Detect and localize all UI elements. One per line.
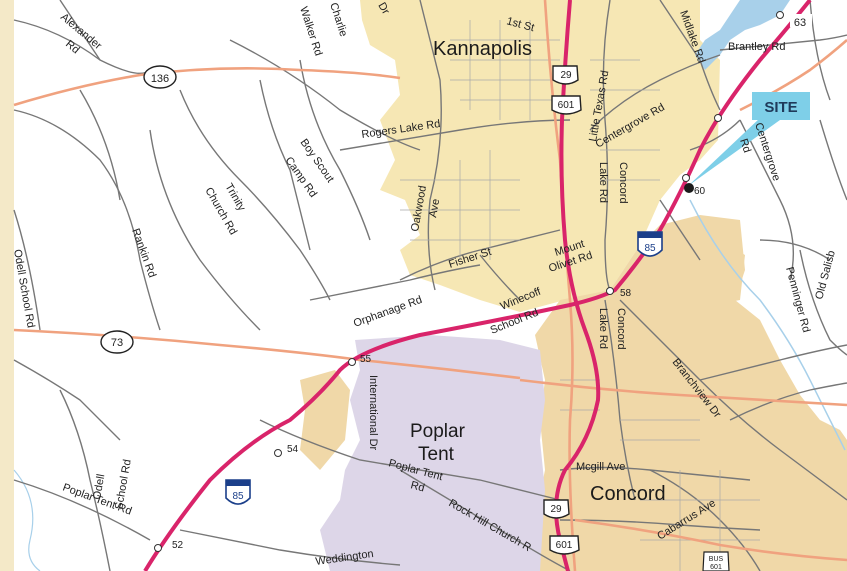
svg-text:601: 601	[556, 540, 573, 551]
street-grid	[400, 20, 760, 571]
exit-54-label: 54	[287, 444, 299, 455]
site-pointer	[688, 118, 780, 186]
site-label-box	[752, 92, 810, 120]
exit-55-label: 55	[360, 354, 372, 365]
exit-upper-marker	[714, 114, 722, 122]
us-29-shield-north: 29	[552, 65, 579, 85]
exit-54-marker	[274, 449, 282, 457]
exit-58-label: 58	[620, 288, 632, 299]
i-85-road	[143, 0, 812, 571]
tent-label: Tent	[418, 444, 455, 465]
exit-60-label: 60	[694, 186, 706, 197]
exit-58-marker	[606, 287, 614, 295]
exit-63-marker	[776, 11, 784, 19]
poplar-tent-area	[320, 335, 545, 571]
svg-text:Brantley Rd: Brantley Rd	[728, 41, 785, 53]
nc-136-shield: 136	[143, 65, 177, 89]
exit-55-marker	[348, 358, 356, 366]
exit-numbers: 52 54 55 58 60	[172, 186, 706, 551]
svg-text:136: 136	[151, 73, 169, 85]
svg-text:BUS: BUS	[709, 556, 724, 563]
nc-136-road	[13, 67, 401, 107]
site-label: SITE	[764, 99, 797, 116]
route-shields: 136 73 29 601 85 85 29 60	[100, 14, 812, 571]
concord-urban-area	[535, 215, 847, 571]
exit-60-marker	[682, 174, 690, 182]
nc-3-road	[519, 378, 847, 407]
us-601-shield-north: 601	[551, 95, 582, 115]
svg-text:Concord: Concord	[617, 162, 629, 204]
urban-patch-west	[300, 370, 350, 470]
us-601-shield-south: 601	[549, 535, 580, 555]
svg-text:73: 73	[111, 337, 123, 349]
nc-73-shield: 73	[100, 330, 134, 354]
svg-text:85: 85	[232, 491, 244, 502]
nc-63-shield: 63	[790, 14, 812, 29]
svg-text:Lake Rd: Lake Rd	[597, 162, 609, 203]
concord-hwy	[574, 518, 847, 562]
urban-areas	[300, 0, 847, 571]
svg-text:Lake Rd: Lake Rd	[597, 308, 609, 349]
i-85-shield-south: 85	[225, 479, 251, 505]
poplar-label: Poplar	[410, 421, 466, 442]
svg-text:International Dr: International Dr	[367, 375, 379, 451]
svg-text:Rd: Rd	[409, 479, 426, 494]
stream-sw	[13, 469, 41, 571]
svg-text:Dr: Dr	[375, 1, 391, 17]
svg-text:601: 601	[710, 564, 722, 571]
local-roads	[13, 0, 847, 571]
i-85-shield-north: 85	[637, 231, 663, 257]
us-29-shield-south: 29	[543, 499, 570, 519]
svg-text:Concord: Concord	[615, 308, 627, 350]
svg-text:Ave: Ave	[427, 198, 442, 219]
svg-text:Odell: Odell	[91, 473, 107, 500]
svg-text:85: 85	[644, 243, 656, 254]
concord-label: Concord	[590, 483, 666, 505]
exit-52-label: 52	[172, 540, 184, 551]
kannapolis-label: Kannapolis	[433, 38, 532, 60]
svg-text:Rd: Rd	[737, 137, 753, 154]
kannapolis-urban-area	[360, 0, 720, 312]
site-callout: SITE	[684, 92, 810, 193]
interstate-exits	[154, 11, 784, 552]
site-marker	[684, 183, 694, 193]
lake	[695, 0, 790, 70]
svg-text:29: 29	[550, 504, 562, 515]
concord-south-area	[700, 240, 745, 305]
water-bodies	[13, 0, 846, 571]
svg-text:Mcgill Ave: Mcgill Ave	[576, 461, 625, 473]
stream	[689, 199, 846, 451]
place-names: Kannapolis Poplar Tent Concord	[410, 38, 666, 505]
svg-text:29: 29	[560, 70, 572, 81]
svg-text:63: 63	[794, 17, 806, 29]
bus-601-shield: BUS 601	[702, 551, 730, 571]
svg-text:601: 601	[558, 100, 575, 111]
map-frame-left	[0, 0, 14, 571]
exit-52-marker	[154, 544, 162, 552]
urban-patch-nw	[365, 0, 400, 45]
